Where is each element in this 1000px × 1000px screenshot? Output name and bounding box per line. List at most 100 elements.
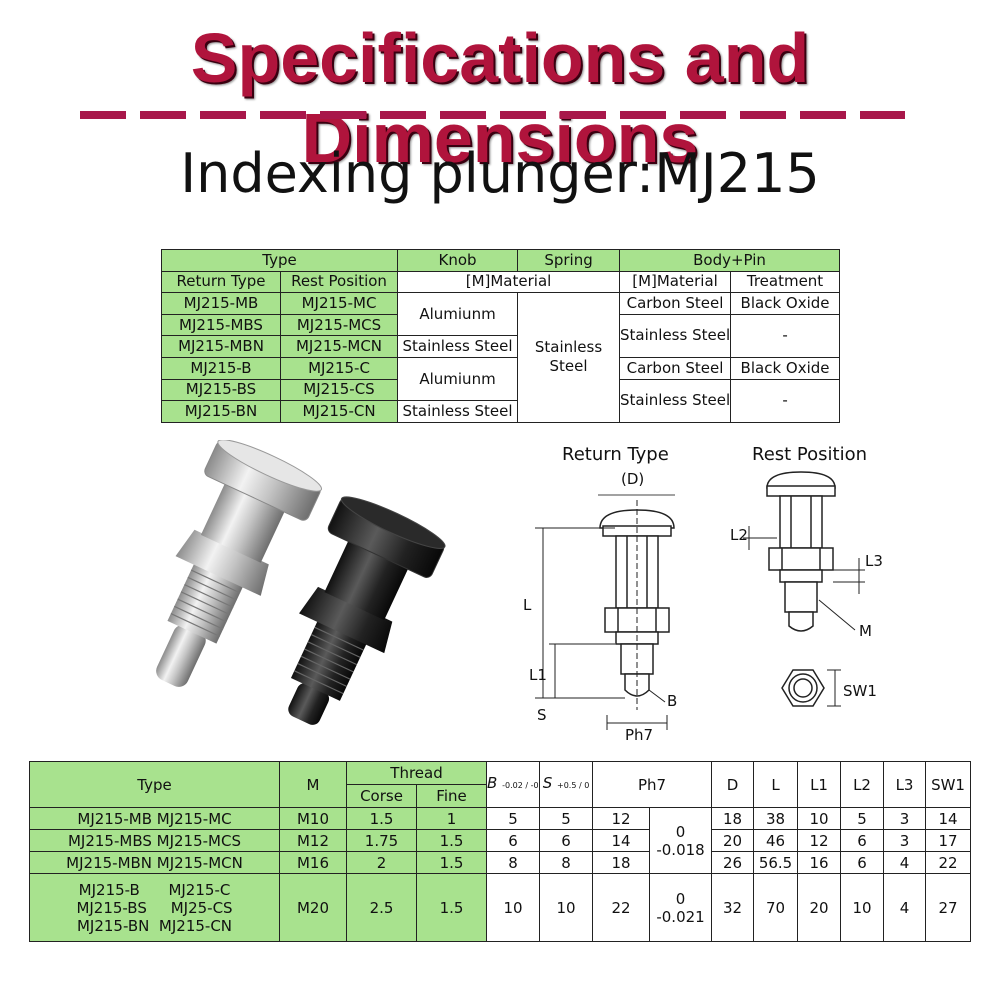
dim-header-s: S +0.5 / 0	[539, 761, 594, 808]
dim-s-cell: 10	[539, 873, 594, 942]
dim-header-d: D	[711, 761, 755, 808]
sw1-dimension-label: SW1	[843, 682, 877, 700]
material-header-spring: Spring	[517, 249, 621, 272]
dim-header-l3: L3	[883, 761, 927, 808]
dim-s-cell: 8	[539, 851, 594, 874]
body-material: Carbon Steel	[619, 292, 732, 315]
dim-type-cell: MJ215-MBS MJ215-MCS	[29, 829, 280, 852]
dim-fine-cell: 1.5	[415, 829, 488, 852]
dim-p-cell: 22	[592, 873, 651, 942]
dim-sw1-cell: 14	[925, 807, 972, 830]
m-dimension-label: M	[859, 622, 872, 640]
dim-header-l1: L1	[797, 761, 842, 808]
material-table: Type Knob Spring Body+Pin Return Type Re…	[160, 249, 841, 423]
l3-dimension-label: L3	[865, 552, 883, 570]
body-treatment: -	[730, 313, 841, 358]
material-header-material: [M]Material	[397, 270, 621, 294]
knob-material: Alumiunm	[397, 292, 519, 337]
dim-d-cell: 18	[711, 807, 755, 830]
dim-b-cell: 5	[486, 807, 541, 830]
dim-m-cell: M20	[279, 873, 347, 942]
material-header-treatment: Treatment	[730, 270, 841, 294]
dim-corse-cell: 2.5	[346, 873, 417, 942]
tol-upper: 0	[675, 889, 686, 908]
dim-l3-cell: 4	[883, 873, 927, 942]
return-type-view	[598, 494, 675, 710]
dim-header-sw1: SW1	[925, 761, 972, 808]
material-rest-position: MJ215-CN	[279, 400, 399, 423]
dim-s-cell: 6	[539, 829, 594, 852]
return-type-label: Return Type	[562, 444, 669, 465]
dim-fine-cell: 1.5	[415, 873, 488, 942]
dim-type-cell: MJ215-B MJ215-C MJ215-BS MJ25-CS MJ215-B…	[29, 873, 280, 942]
dim-type-cell: MJ215-MBN MJ215-MCN	[29, 851, 280, 874]
material-return-type: MJ215-BN	[161, 400, 281, 423]
dim-header-fine: Fine	[415, 784, 488, 808]
material-header-rest-position: Rest Position	[279, 270, 399, 294]
dim-sw1-cell: 27	[925, 873, 972, 942]
dim-corse-cell: 1.75	[346, 829, 417, 852]
material-header-knob: Knob	[397, 249, 519, 272]
dim-type-line: MJ215-BN MJ215-CN	[76, 916, 233, 935]
technical-drawing: Return Type Rest Position (D) L L1 S B P…	[523, 444, 883, 744]
dim-header-corse: Corse	[346, 784, 417, 808]
b-dimension-label: B	[667, 692, 677, 710]
dim-header-s-symbol: S	[542, 774, 553, 792]
dim-corse-cell: 2	[346, 851, 417, 874]
dim-header-ph7: Ph7	[592, 761, 713, 808]
dim-m-cell: M12	[279, 829, 347, 852]
ph7-dimension-label: Ph7	[625, 726, 653, 744]
spring-material: Stainless Steel	[517, 292, 621, 423]
dimension-table: Type M Thread B -0.02 / -0.04 S +0.5 / 0…	[29, 761, 972, 942]
dim-d-cell: 20	[711, 829, 755, 852]
dashed-divider	[80, 111, 905, 119]
l-dimension-label: L	[523, 596, 532, 614]
rest-position-label: Rest Position	[752, 444, 867, 465]
dim-l-cell: 46	[753, 829, 799, 852]
black-plunger-image	[288, 496, 446, 725]
dim-l3-cell: 3	[883, 829, 927, 852]
body-treatment: Black Oxide	[730, 292, 841, 315]
dim-p-cell: 18	[592, 851, 651, 874]
dim-b-cell: 8	[486, 851, 541, 874]
dim-l1-cell: 12	[797, 829, 842, 852]
dim-sw1-cell: 22	[925, 851, 972, 874]
dim-sw1-cell: 17	[925, 829, 972, 852]
material-header-body-pin: Body+Pin	[619, 249, 841, 272]
dim-b-cell: 6	[486, 829, 541, 852]
rest-position-view	[766, 471, 836, 707]
dim-header-b-tolerance: -0.02 / -0.04	[502, 781, 539, 790]
dim-d-cell: 26	[711, 851, 755, 874]
dim-fine-cell: 1	[415, 807, 488, 830]
dim-l2-cell: 10	[840, 873, 885, 942]
d-dimension-label: (D)	[621, 470, 644, 488]
dim-l2-cell: 5	[840, 807, 885, 830]
body-material: Carbon Steel	[619, 356, 732, 380]
tol-lower: -0.021	[656, 907, 705, 926]
material-rest-position: MJ215-MCS	[279, 313, 399, 337]
dim-l3-cell: 4	[883, 851, 927, 874]
dim-l2-cell: 6	[840, 829, 885, 852]
material-return-type: MJ215-MBS	[161, 313, 281, 337]
material-rest-position: MJ215-CS	[279, 378, 399, 402]
material-header-type: Type	[160, 249, 399, 272]
dim-l-cell: 70	[753, 873, 799, 942]
l2-dimension-label: L2	[730, 526, 748, 544]
dim-b-cell: 10	[486, 873, 541, 942]
dim-type-cell: MJ215-MB MJ215-MC	[29, 807, 280, 830]
dim-header-b-symbol: B	[487, 774, 498, 792]
dim-corse-cell: 1.5	[346, 807, 417, 830]
dim-m-cell: M16	[279, 851, 347, 874]
dim-header-l2: L2	[840, 761, 885, 808]
stainless-plunger-image	[156, 440, 323, 687]
material-return-type: MJ215-MBN	[161, 335, 281, 358]
dim-fine-cell: 1.5	[415, 851, 488, 874]
return-type-dimension-lines	[535, 527, 668, 730]
material-return-type: MJ215-MB	[161, 292, 281, 315]
dim-ph7-tolerance-b: 0 -0.021	[649, 873, 713, 942]
dim-header-type: Type	[29, 761, 280, 808]
body-material: Stainless Steel	[619, 313, 732, 358]
material-return-type: MJ215-B	[161, 356, 281, 380]
dim-p-cell: 12	[592, 807, 651, 830]
knob-material: Stainless Steel	[397, 335, 519, 358]
